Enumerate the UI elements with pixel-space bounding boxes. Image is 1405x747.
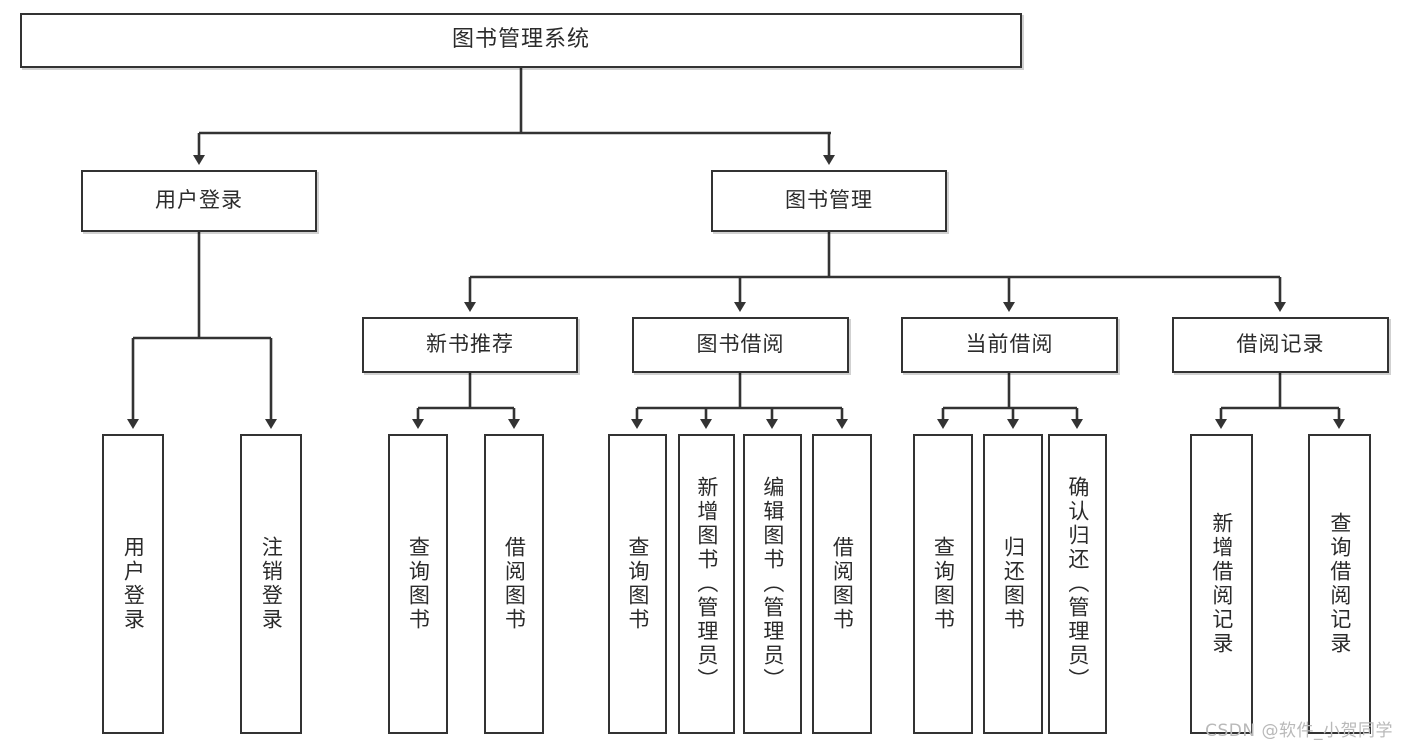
leaf-add-borrow-record[interactable]: 新增借阅记录: [1190, 434, 1253, 734]
node-label: 查询借阅记录: [1327, 512, 1352, 656]
leaf-edit-book-admin[interactable]: 编辑图书（管理员）: [743, 434, 802, 734]
node-new-book-recommend[interactable]: 新书推荐: [362, 317, 578, 373]
node-label: 借阅记录: [1236, 332, 1325, 357]
node-label: 新增图书（管理员）: [694, 476, 719, 692]
node-label: 新增借阅记录: [1209, 512, 1234, 656]
csdn-watermark: CSDN @软件_小贺同学: [1205, 721, 1393, 741]
node-label: 查询图书: [931, 536, 956, 632]
leaf-query-book-recommend[interactable]: 查询图书: [388, 434, 448, 734]
leaf-borrow-book[interactable]: 借阅图书: [812, 434, 872, 734]
leaf-query-book-current[interactable]: 查询图书: [913, 434, 973, 734]
node-label: 当前借阅: [965, 332, 1054, 357]
leaf-logout[interactable]: 注销登录: [240, 434, 302, 734]
node-book-borrow[interactable]: 图书借阅: [632, 317, 849, 373]
node-label: 注销登录: [259, 536, 284, 632]
node-label: 归还图书: [1001, 536, 1026, 632]
leaf-return-book[interactable]: 归还图书: [983, 434, 1043, 734]
node-label: 确认归还（管理员）: [1065, 476, 1090, 692]
node-label: 图书借阅: [696, 332, 785, 357]
node-current-borrow[interactable]: 当前借阅: [901, 317, 1118, 373]
node-label: 查询图书: [625, 536, 650, 632]
node-label: 借阅图书: [830, 536, 855, 632]
leaf-user-login[interactable]: 用户登录: [102, 434, 164, 734]
node-label: 编辑图书（管理员）: [760, 476, 785, 692]
leaf-borrow-book-recommend[interactable]: 借阅图书: [484, 434, 544, 734]
node-label: 图书管理: [785, 188, 873, 213]
node-label: 查询图书: [406, 536, 431, 632]
node-label: 借阅图书: [502, 536, 527, 632]
node-borrow-record[interactable]: 借阅记录: [1172, 317, 1389, 373]
node-label: 新书推荐: [426, 332, 514, 357]
leaf-query-book-borrow[interactable]: 查询图书: [608, 434, 667, 734]
node-label: 用户登录: [121, 536, 146, 632]
node-label: 图书管理系统: [451, 27, 590, 53]
node-book-management[interactable]: 图书管理: [711, 170, 947, 232]
leaf-query-borrow-record[interactable]: 查询借阅记录: [1308, 434, 1371, 734]
node-root-system[interactable]: 图书管理系统: [20, 13, 1022, 68]
leaf-confirm-return-admin[interactable]: 确认归还（管理员）: [1048, 434, 1107, 734]
node-user-login[interactable]: 用户登录: [81, 170, 317, 232]
node-label: 用户登录: [155, 188, 243, 213]
leaf-add-book-admin[interactable]: 新增图书（管理员）: [678, 434, 735, 734]
